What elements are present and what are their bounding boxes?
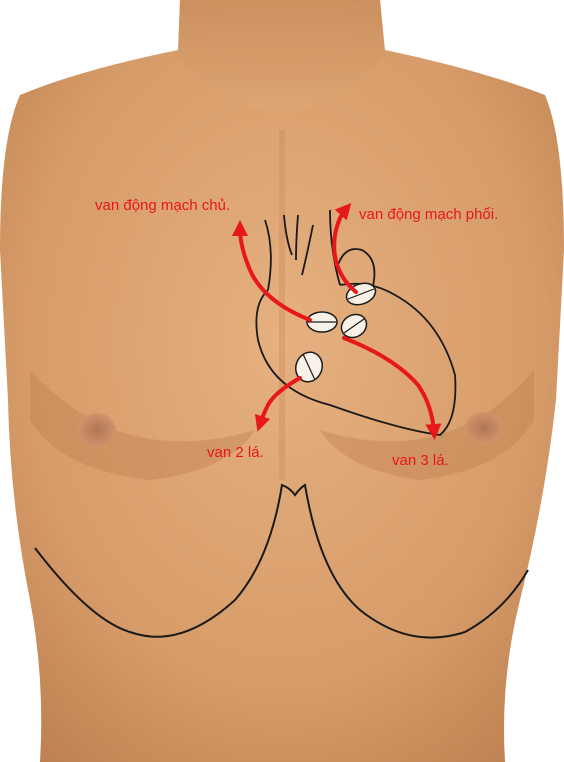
mitral-valve-label: van 2 lá. (207, 444, 264, 461)
left-pectoral-shading (30, 370, 255, 480)
right-nipple (465, 412, 503, 444)
tricuspid-arrow (342, 336, 442, 440)
costal-margin-outline (34, 483, 529, 639)
aortic-valve-shape (306, 311, 338, 333)
mitral-arrow (254, 376, 302, 432)
tricuspid-valve-label: van 3 lá. (392, 452, 449, 469)
tricuspid-valve-shape (340, 313, 368, 339)
pulmonary-arrow (332, 203, 358, 294)
mitral-valve-shape (295, 351, 323, 383)
pulmonary-valve-label: van động mạch phổi. (359, 206, 498, 223)
neck (178, 0, 385, 112)
left-nipple (78, 413, 116, 447)
aortic-valve-label: van động mạch chủ. (95, 197, 230, 214)
aortic-arrow (232, 220, 312, 322)
right-pectoral-shading (320, 370, 534, 480)
